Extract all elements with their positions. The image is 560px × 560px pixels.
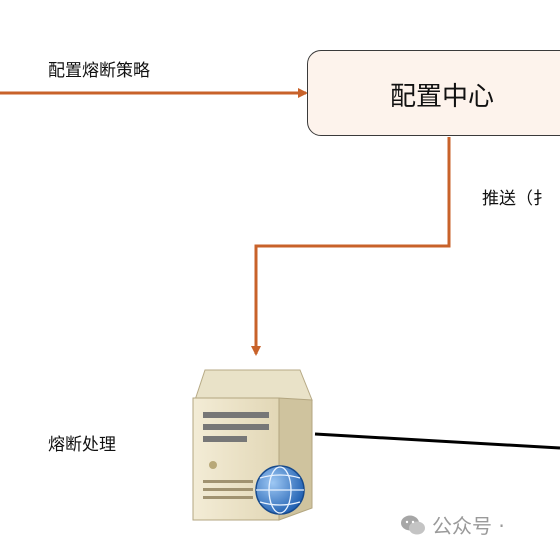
config-center-node (307, 50, 560, 136)
policy-edge-label: 配置熔断策略 (48, 61, 150, 81)
server-link-line (314, 432, 560, 450)
watermark: 公众号 · (400, 510, 505, 539)
wechat-icon (401, 515, 425, 534)
config-center-label: 配置中心 (390, 82, 495, 112)
server-label: 熔断处理 (48, 435, 116, 455)
server-globe-icon (192, 369, 313, 521)
watermark-text: 公众号 · (432, 514, 505, 538)
push-edge-label: 推送（扌 (482, 189, 550, 209)
push-arrow (251, 137, 451, 356)
